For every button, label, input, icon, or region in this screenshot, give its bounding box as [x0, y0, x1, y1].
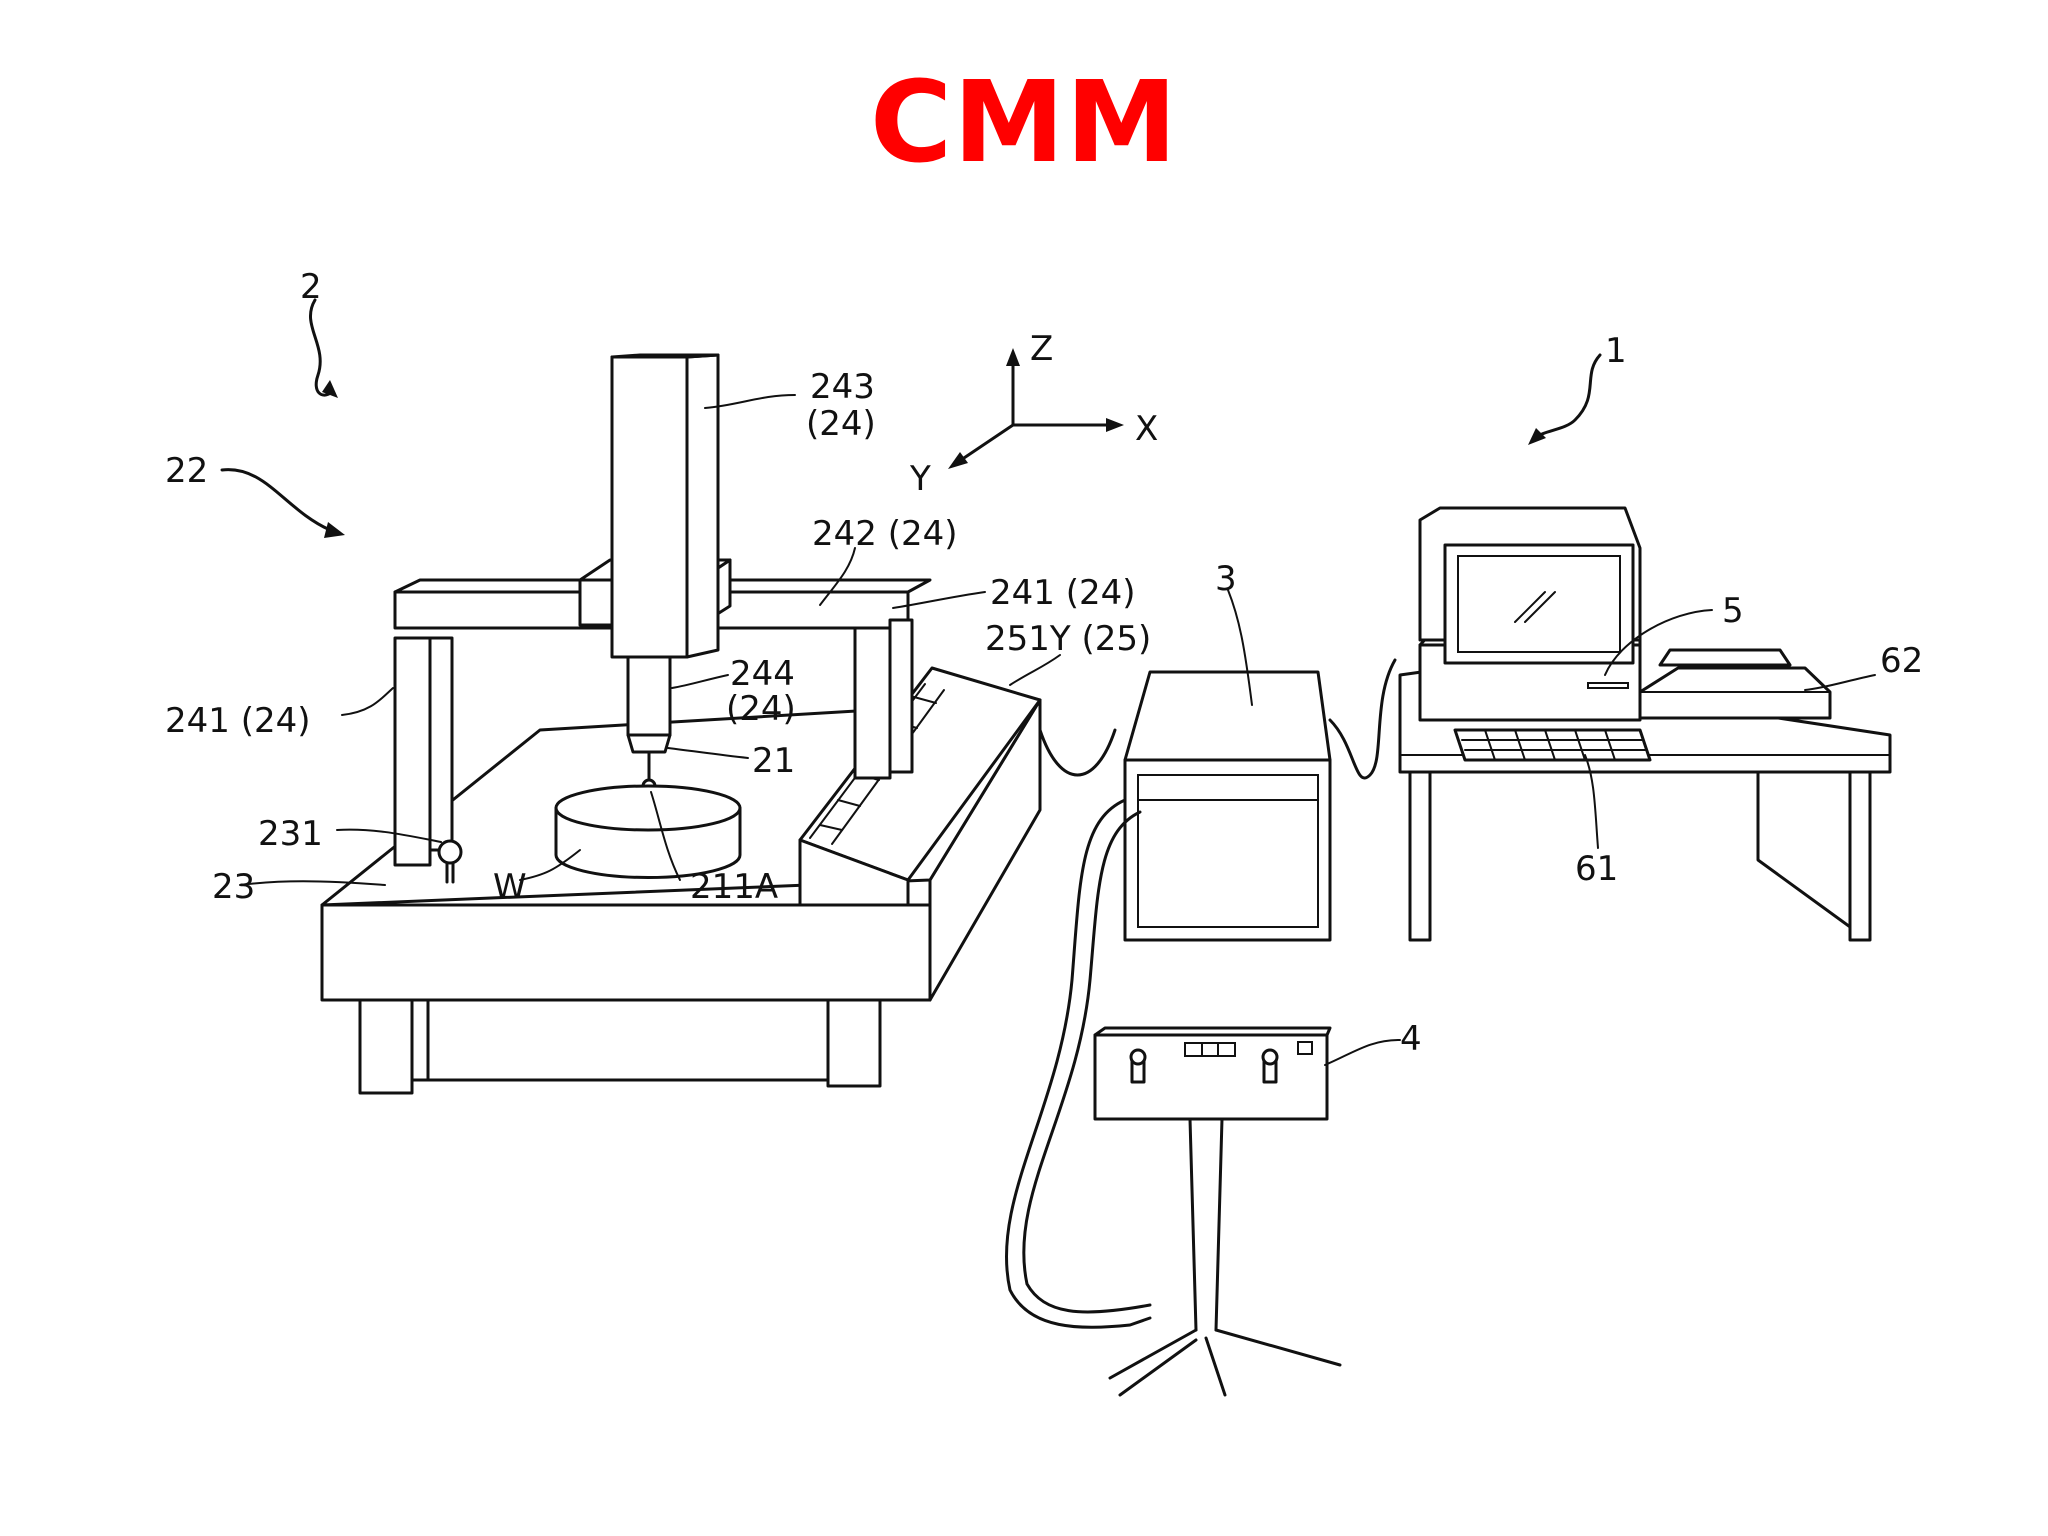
- label-244-sub: (24): [726, 689, 796, 729]
- label-z: Z: [1030, 329, 1053, 369]
- controller-box: [1123, 670, 1332, 942]
- label-x: X: [1135, 409, 1158, 449]
- label-242: 242 (24): [812, 514, 958, 554]
- label-61: 61: [1575, 849, 1618, 889]
- label-w: W: [493, 867, 527, 907]
- label-4: 4: [1400, 1019, 1422, 1059]
- cmm-machine: [320, 353, 1042, 1095]
- computer-desk: [1398, 506, 1892, 942]
- cable-controller-joystick: [1005, 798, 1152, 1329]
- labels: 2 22 243 (24) Z X Y 1 242 (24) 241 (24) …: [165, 267, 1923, 1059]
- axes-icon: [948, 348, 1124, 469]
- label-251y: 251Y (25): [985, 619, 1151, 659]
- label-231: 231: [258, 814, 323, 854]
- label-62: 62: [1880, 641, 1923, 681]
- label-22: 22: [165, 451, 208, 491]
- label-y: Y: [909, 459, 931, 499]
- label-3: 3: [1215, 559, 1237, 599]
- label-23: 23: [212, 867, 255, 907]
- cable-rail-controller: [1038, 728, 1117, 777]
- label-244: 244: [730, 654, 795, 694]
- leader-lines: [220, 298, 1876, 1066]
- label-241-left: 241 (24): [165, 701, 311, 741]
- label-21: 21: [752, 741, 795, 781]
- label-5: 5: [1722, 591, 1744, 631]
- joystick-box: [1093, 1026, 1342, 1397]
- page-title: CMM: [869, 58, 1179, 188]
- label-2: 2: [300, 267, 322, 307]
- label-243-sub: (24): [806, 404, 876, 444]
- cable-controller-computer: [1328, 658, 1397, 780]
- label-241-right: 241 (24): [990, 573, 1136, 613]
- label-243: 243: [810, 367, 875, 407]
- label-211a: 211A: [690, 867, 778, 907]
- label-1: 1: [1605, 331, 1627, 371]
